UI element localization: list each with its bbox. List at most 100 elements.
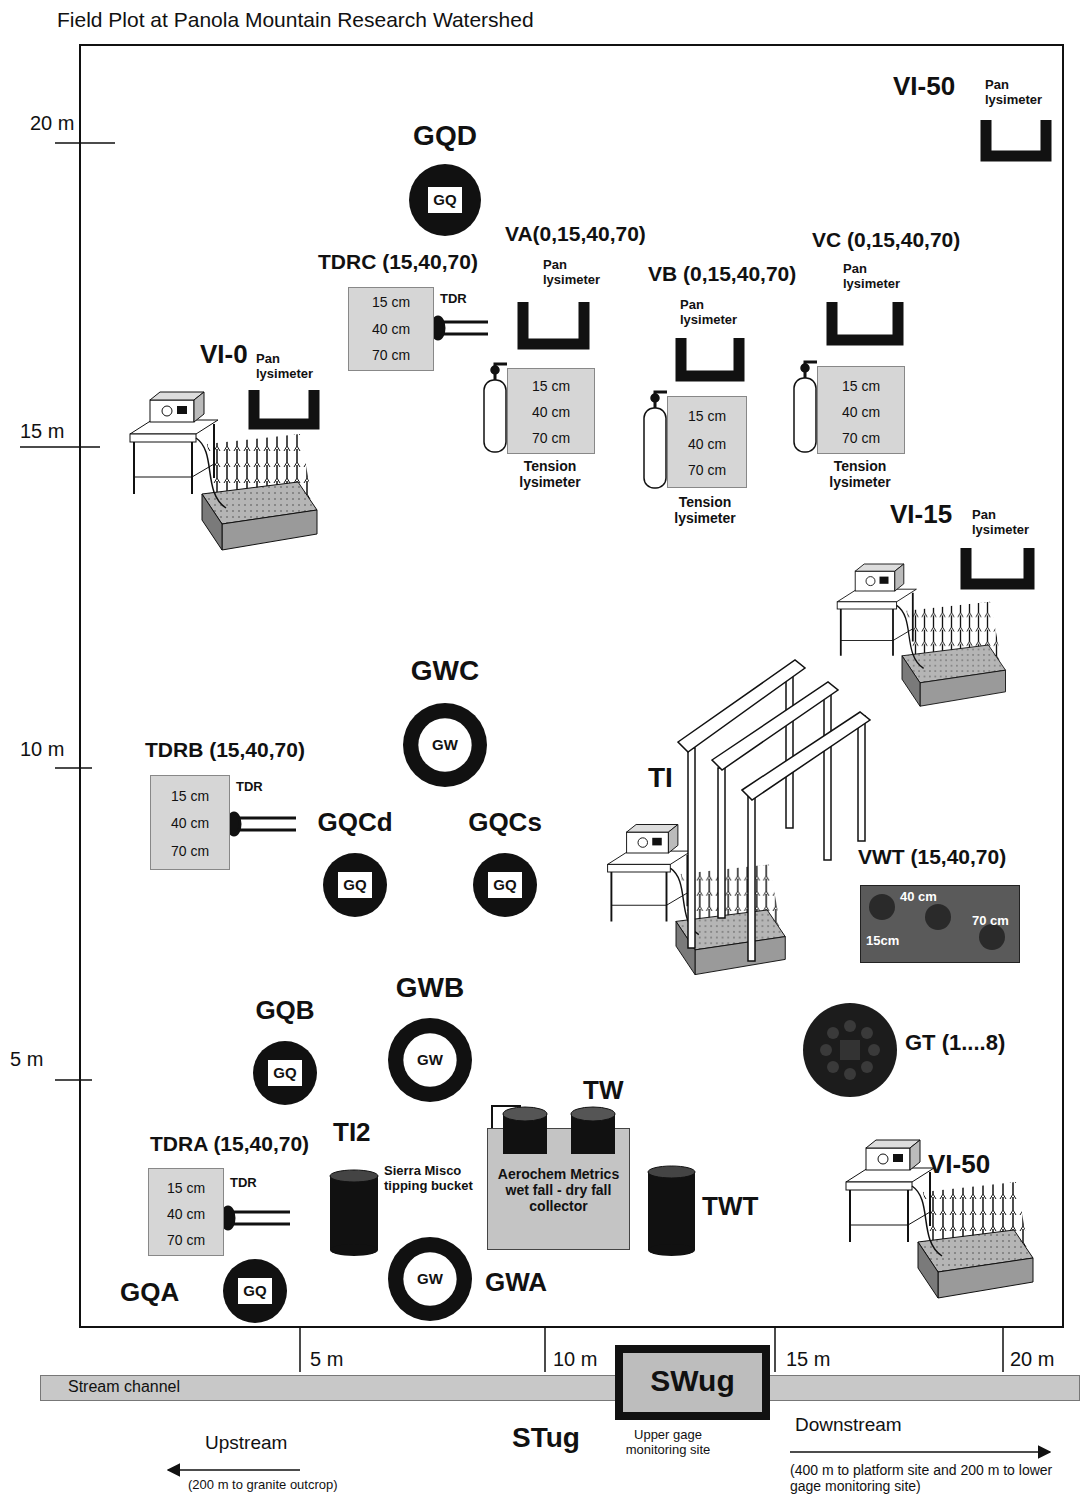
pan-lysimeter-shape (960, 548, 1035, 590)
site-label: TDRA (15,40,70) (150, 1132, 309, 1156)
temperature-site-shape (802, 1002, 898, 1098)
rain-gage-shape (330, 1170, 378, 1256)
temperature-site: GT (1....8) (802, 1002, 898, 1098)
site-label: Pan lysimeter (972, 508, 1038, 538)
groundwater-well: GWCGW (402, 702, 488, 788)
site-label: Stream channel (68, 1378, 180, 1396)
plot-annotation: 15 m (20, 420, 64, 443)
water-table-box: VWT (15,40,70)40 cm70 cm15cm (860, 885, 1020, 963)
water-quality-well: GQAGQ (222, 1258, 288, 1324)
inner-label: 70 cm (171, 843, 209, 859)
rain-gage: TWT (648, 1166, 695, 1256)
site-label: Pan lysimeter (256, 352, 322, 382)
inner-label: GQ (433, 191, 456, 208)
plot-annotation: 5 m (310, 1348, 343, 1371)
pan-lysimeter-shape (517, 302, 590, 350)
site-label: TDR (440, 292, 467, 307)
plot-annotation: 10 m (553, 1348, 597, 1371)
stream-channel: Stream channelSWug (40, 1375, 1080, 1401)
site-label: 40 cm (900, 890, 937, 905)
inner-label: 15 cm (842, 378, 880, 394)
plot-annotation: 15 m (786, 1348, 830, 1371)
inner-label: 70 cm (842, 430, 880, 446)
site-label: TDR (236, 780, 263, 795)
inner-label: 70 cm (532, 430, 570, 446)
inner-label: 15 cm (532, 378, 570, 394)
plot-annotation: 10 m (20, 738, 64, 761)
inner-label: 40 cm (167, 1206, 205, 1222)
wet-dry-collector: TWAerochem Metrics wet fall - dry fall c… (487, 1128, 630, 1250)
site-label: Pan lysimeter (543, 258, 609, 288)
site-label: VI-15 (890, 500, 952, 530)
inner-label: 70 cm (372, 347, 410, 363)
inner-label: SWug (650, 1364, 734, 1399)
plot-annotation: Upper gage monitoring site (618, 1428, 718, 1458)
groundwater-well: GWBGW (387, 1017, 473, 1103)
rain-gage-shape (648, 1166, 695, 1256)
site-label: VA(0,15,40,70) (505, 222, 646, 246)
site-label: TDR (230, 1176, 257, 1191)
inner-label: GQ (273, 1064, 296, 1081)
water-quality-well: GQCdGQ (322, 852, 388, 918)
probe-box: TDRC (15,40,70)15 cm40 cm70 cmTDR (348, 287, 434, 371)
site-label: GQCd (317, 808, 392, 838)
plot-title: Field Plot at Panola Mountain Research W… (57, 8, 534, 32)
inner-label: 40 cm (532, 404, 570, 420)
site-label: 15cm (866, 934, 899, 949)
pan-lysimeter: VI-50Pan lysimeter (980, 120, 1052, 162)
probe-box: 15 cm40 cm70 cmTension lysimeter (817, 366, 905, 454)
pan-lysimeter-shape (826, 302, 904, 346)
inner-label: 15 cm (372, 294, 410, 310)
site-label: TDRC (15,40,70) (318, 250, 478, 274)
probe-box: 15 cm40 cm70 cmTension lysimeter (667, 396, 747, 488)
inner-label: 40 cm (171, 815, 209, 831)
inner-label: GQ (493, 876, 516, 893)
plot-annotation: TI (648, 762, 673, 794)
site-label: Tension lysimeter (810, 458, 910, 490)
pan-lysimeter-shape (248, 390, 320, 430)
site-label: TWT (702, 1192, 758, 1222)
inner-label: 70 cm (167, 1232, 205, 1248)
probe-box: TDRA (15,40,70)15 cm40 cm70 cmTDR (148, 1168, 224, 1256)
site-label: GT (1....8) (905, 1030, 1005, 1055)
water-quality-well: GQBGQ (252, 1040, 318, 1106)
inner-label: 40 cm (372, 321, 410, 337)
inner-label: 70 cm (688, 462, 726, 478)
site-label: VWT (15,40,70) (858, 845, 1006, 869)
rain-gage: TI2Sierra Misco tipping bucket (330, 1170, 378, 1256)
pan-lysimeter-shape (675, 338, 745, 382)
site-label: GQD (413, 120, 477, 152)
site-label: 70 cm (972, 914, 1009, 929)
plot-annotation: 5 m (10, 1048, 43, 1071)
site-label: GQCs (468, 808, 542, 838)
site-label: GQB (255, 996, 314, 1026)
site-label: Pan lysimeter (843, 262, 909, 292)
site-label: VI-50 (893, 72, 955, 102)
site-label: TI2 (333, 1118, 371, 1148)
plot-annotation: 20 m (30, 112, 74, 135)
stream-channel-shape (40, 1375, 1080, 1401)
plot-annotation: (200 m to granite outcrop) (188, 1478, 353, 1493)
inner-label: 40 cm (842, 404, 880, 420)
site-label: VB (0,15,40,70) (648, 262, 796, 286)
water-quality-well: GQCsGQ (472, 852, 538, 918)
inner-label: 40 cm (688, 436, 726, 452)
plot-annotation: VI-50 (928, 1150, 990, 1180)
pan-lysimeter: VA(0,15,40,70)Pan lysimeter (517, 302, 590, 350)
site-label: GQA (120, 1278, 179, 1308)
probe-box: TDRB (15,40,70)15 cm40 cm70 cmTDR (150, 775, 230, 870)
inner-label: GW (417, 1270, 443, 1287)
inner-label: GQ (243, 1282, 266, 1299)
inner-label: 15 cm (171, 788, 209, 804)
site-label: Pan lysimeter (680, 298, 746, 328)
pan-lysimeter: VI-0Pan lysimeter (248, 390, 320, 430)
water-quality-well: GQDGQ (408, 163, 482, 237)
plot-annotation: Downstream (795, 1414, 902, 1436)
site-label: Tension lysimeter (500, 458, 600, 490)
plot-annotation: 20 m (1010, 1348, 1054, 1371)
site-label: GWA (485, 1268, 547, 1298)
gage-station: SWug (615, 1345, 770, 1420)
site-label: Tension lysimeter (655, 494, 755, 526)
inner-label: GQ (343, 876, 366, 893)
